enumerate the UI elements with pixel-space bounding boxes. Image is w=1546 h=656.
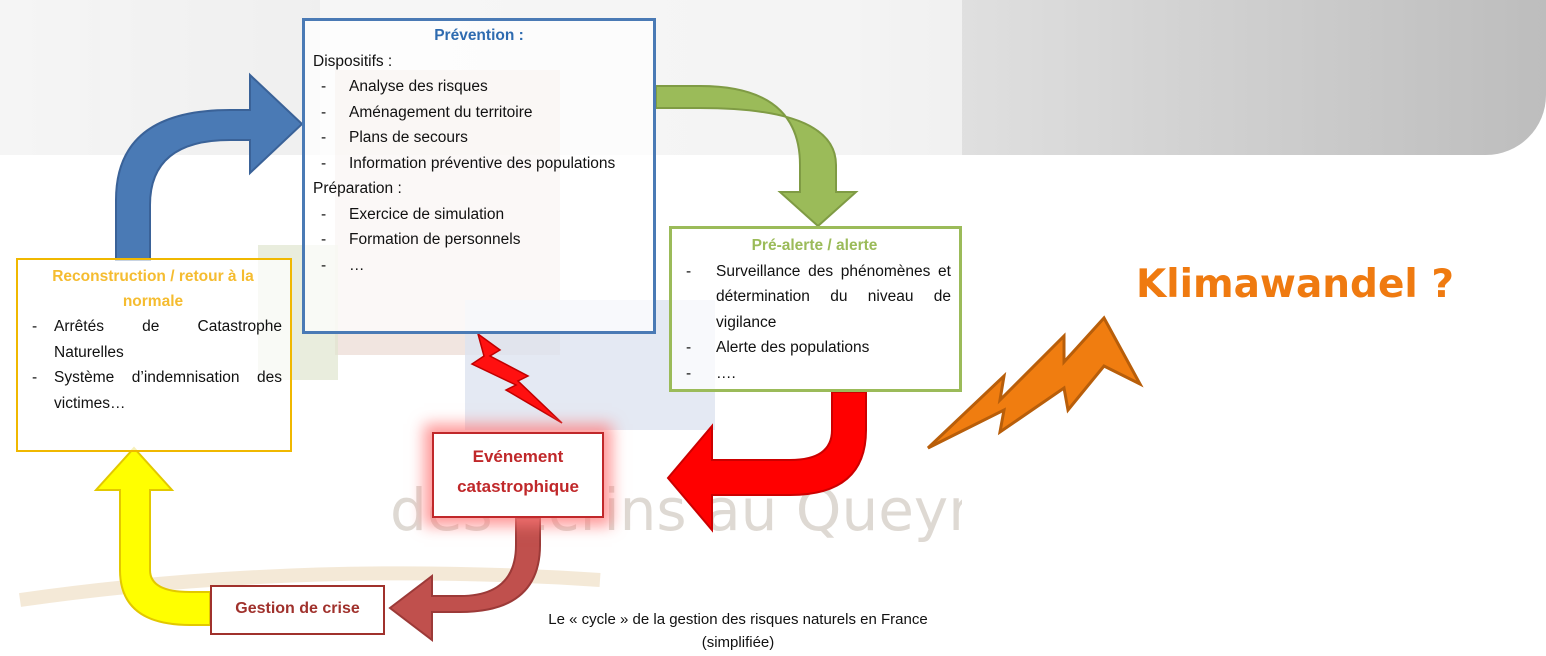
reconstruction-list: Arrêtés de Catastrophe Naturelles Systèm… xyxy=(24,314,282,416)
list-item: Exercice de simulation xyxy=(313,202,645,228)
evenement-line2: catastrophique xyxy=(457,477,579,496)
prevention-title: Prévention : xyxy=(434,27,524,44)
preparation-label: Préparation : xyxy=(313,180,402,197)
darkred-arc-arrow-icon xyxy=(388,517,541,643)
red-lightning-icon xyxy=(470,332,563,424)
list-item: … xyxy=(313,253,645,279)
evenement-box: Evénement catastrophique xyxy=(432,432,604,518)
alerte-title: Pré-alerte / alerte xyxy=(751,237,878,254)
list-item: Surveillance des phénomènes et détermina… xyxy=(678,259,951,336)
gestion-crise-box: Gestion de crise xyxy=(210,585,385,635)
list-item: Système d’indemnisation des victimes… xyxy=(24,365,282,416)
caption-line1: Le « cycle » de la gestion des risques n… xyxy=(548,611,928,628)
dispositifs-list: Analyse des risques Aménagement du terri… xyxy=(313,74,645,176)
red-arc-arrow-icon xyxy=(666,391,867,533)
preparation-list: Exercice de simulation Formation de pers… xyxy=(313,202,645,279)
green-arc-arrow-icon xyxy=(655,85,859,228)
klimawandel-question: Klimawandel ? xyxy=(1136,262,1454,307)
list-item: Plans de secours xyxy=(313,125,645,151)
yellow-arc-arrow-icon xyxy=(93,446,211,626)
prevention-box: Prévention : Dispositifs : Analyse des r… xyxy=(302,18,656,334)
list-item: Information préventive des populations xyxy=(313,151,645,177)
list-item: Aménagement du territoire xyxy=(313,100,645,126)
reconstruction-box: Reconstruction / retour à la normale Arr… xyxy=(16,258,292,452)
gestion-crise-label: Gestion de crise xyxy=(235,600,360,617)
dispositifs-label: Dispositifs : xyxy=(313,52,393,70)
reconstruction-title: Reconstruction / retour à la normale xyxy=(52,268,254,310)
list-item: Alerte des populations xyxy=(678,335,951,361)
caption-line2: (simplifiée) xyxy=(701,634,775,651)
alerte-box: Pré-alerte / alerte Surveillance des phé… xyxy=(669,226,962,392)
list-item: Analyse des risques xyxy=(313,74,645,100)
diagram-caption: Le « cycle » de la gestion des risques n… xyxy=(500,608,976,654)
list-item: …. xyxy=(678,361,951,387)
list-item: Arrêtés de Catastrophe Naturelles xyxy=(24,314,282,365)
alerte-list: Surveillance des phénomènes et détermina… xyxy=(678,259,951,387)
blue-arc-arrow-icon xyxy=(115,72,304,261)
risk-cycle-diagram: des Ecrins au Queyras Prévention : Dispo… xyxy=(0,0,962,656)
list-item: Formation de personnels xyxy=(313,227,645,253)
evenement-line1: Evénement xyxy=(472,447,564,466)
